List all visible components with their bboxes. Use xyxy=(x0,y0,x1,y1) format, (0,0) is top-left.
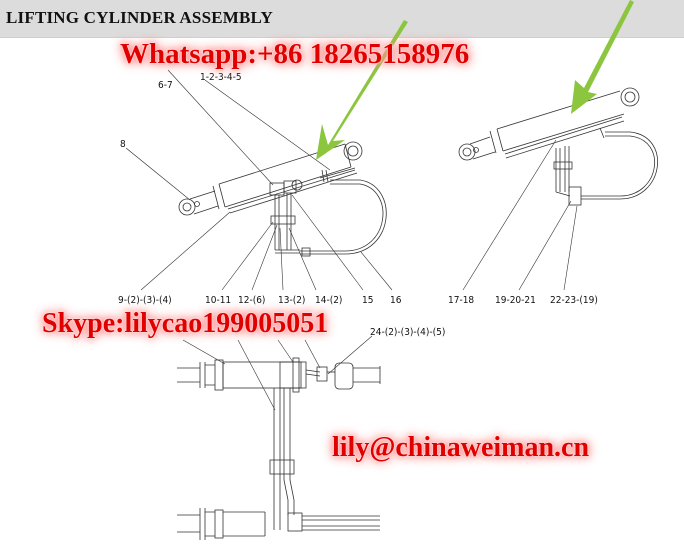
label-15: 15 xyxy=(362,295,373,306)
label-10-11: 10-11 xyxy=(205,295,231,306)
label-13: 13-(2) xyxy=(278,295,305,306)
arrow-icon xyxy=(571,0,634,114)
left-cylinder-view xyxy=(125,69,393,291)
watermark-email: lily@chinaweiman.cn xyxy=(332,432,590,463)
label-14: 14-(2) xyxy=(315,295,342,306)
highlight-arrows xyxy=(316,0,634,160)
label-19-20-21: 19-20-21 xyxy=(495,295,536,306)
label-8: 8 xyxy=(120,139,126,150)
label-22-23: 22-23-(19) xyxy=(550,295,598,306)
label-17-18: 17-18 xyxy=(448,295,474,306)
right-cylinder-view xyxy=(458,87,658,291)
watermark-whatsapp: Whatsapp:+86 18265158976 xyxy=(120,38,470,70)
label-6-7: 6-7 xyxy=(158,80,173,91)
label-12: 12-(6) xyxy=(238,295,265,306)
part-labels: 6-7 1-2-3-4-5 8 9-(2)-(3)-(4) 10-11 12-(… xyxy=(118,72,598,338)
header-bar: LIFTING CYLINDER ASSEMBLY xyxy=(0,0,684,38)
watermark-skype: Skype:lilycao199005051 xyxy=(42,308,329,339)
label-24: 24-(2)-(3)-(4)-(5) xyxy=(370,327,445,338)
bottom-top-view xyxy=(177,335,381,540)
label-1-2-3-4-5: 1-2-3-4-5 xyxy=(200,72,242,83)
page-title: LIFTING CYLINDER ASSEMBLY xyxy=(6,8,273,27)
arrow-icon xyxy=(316,20,408,160)
label-9: 9-(2)-(3)-(4) xyxy=(118,295,172,306)
label-16: 16 xyxy=(390,295,402,306)
